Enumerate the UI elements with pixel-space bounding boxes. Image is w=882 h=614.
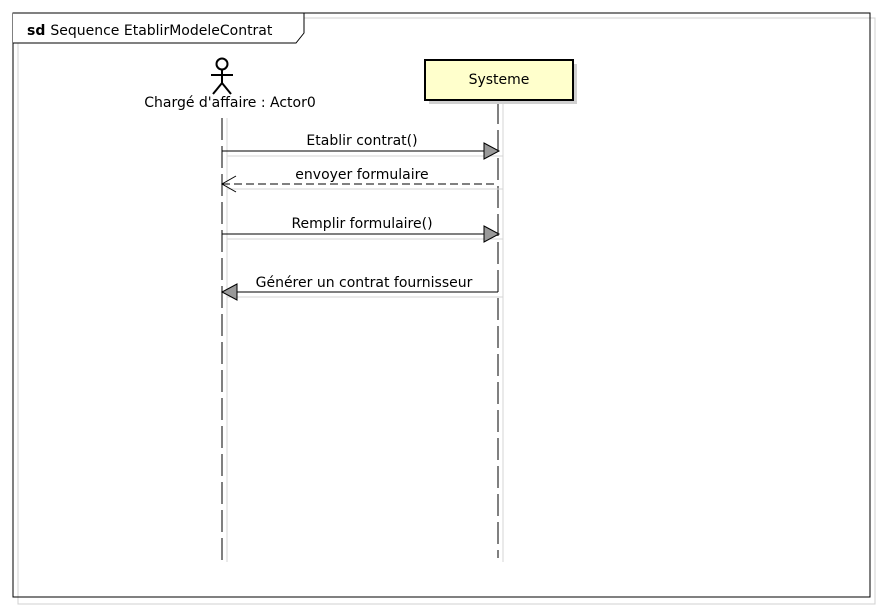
message-envoyer-formulaire[interactable]: envoyer formulaire <box>220 167 503 193</box>
message-etablir-contrat[interactable]: Etablir contrat() <box>222 133 503 160</box>
open-arrow-head-icon <box>220 175 237 193</box>
frame-title: sd Sequence EtablirModeleContrat <box>27 23 273 39</box>
frame-keyword: sd <box>27 23 45 39</box>
message-label: envoyer formulaire <box>295 167 428 183</box>
diagram-frame <box>12 12 871 598</box>
message-generer-contrat[interactable]: Générer un contrat fournisseur <box>220 275 503 301</box>
message-label: Remplir formulaire() <box>291 216 432 232</box>
message-label: Etablir contrat() <box>306 133 417 149</box>
systeme-box[interactable] <box>424 59 574 101</box>
systeme-label: Systeme <box>469 72 530 88</box>
actor-icon <box>211 57 233 95</box>
arrow-head-icon <box>483 142 501 160</box>
message-remplir-formulaire[interactable]: Remplir formulaire() <box>222 216 503 243</box>
frame-tab <box>13 12 305 44</box>
frame-shadow <box>17 17 876 605</box>
arrow-head-icon <box>483 225 501 243</box>
message-label: Générer un contrat fournisseur <box>256 275 473 291</box>
actor-label: Chargé d'affaire : Actor0 <box>144 95 316 111</box>
arrow-head-icon <box>220 283 238 301</box>
frame-name: Sequence EtablirModeleContrat <box>50 23 273 39</box>
